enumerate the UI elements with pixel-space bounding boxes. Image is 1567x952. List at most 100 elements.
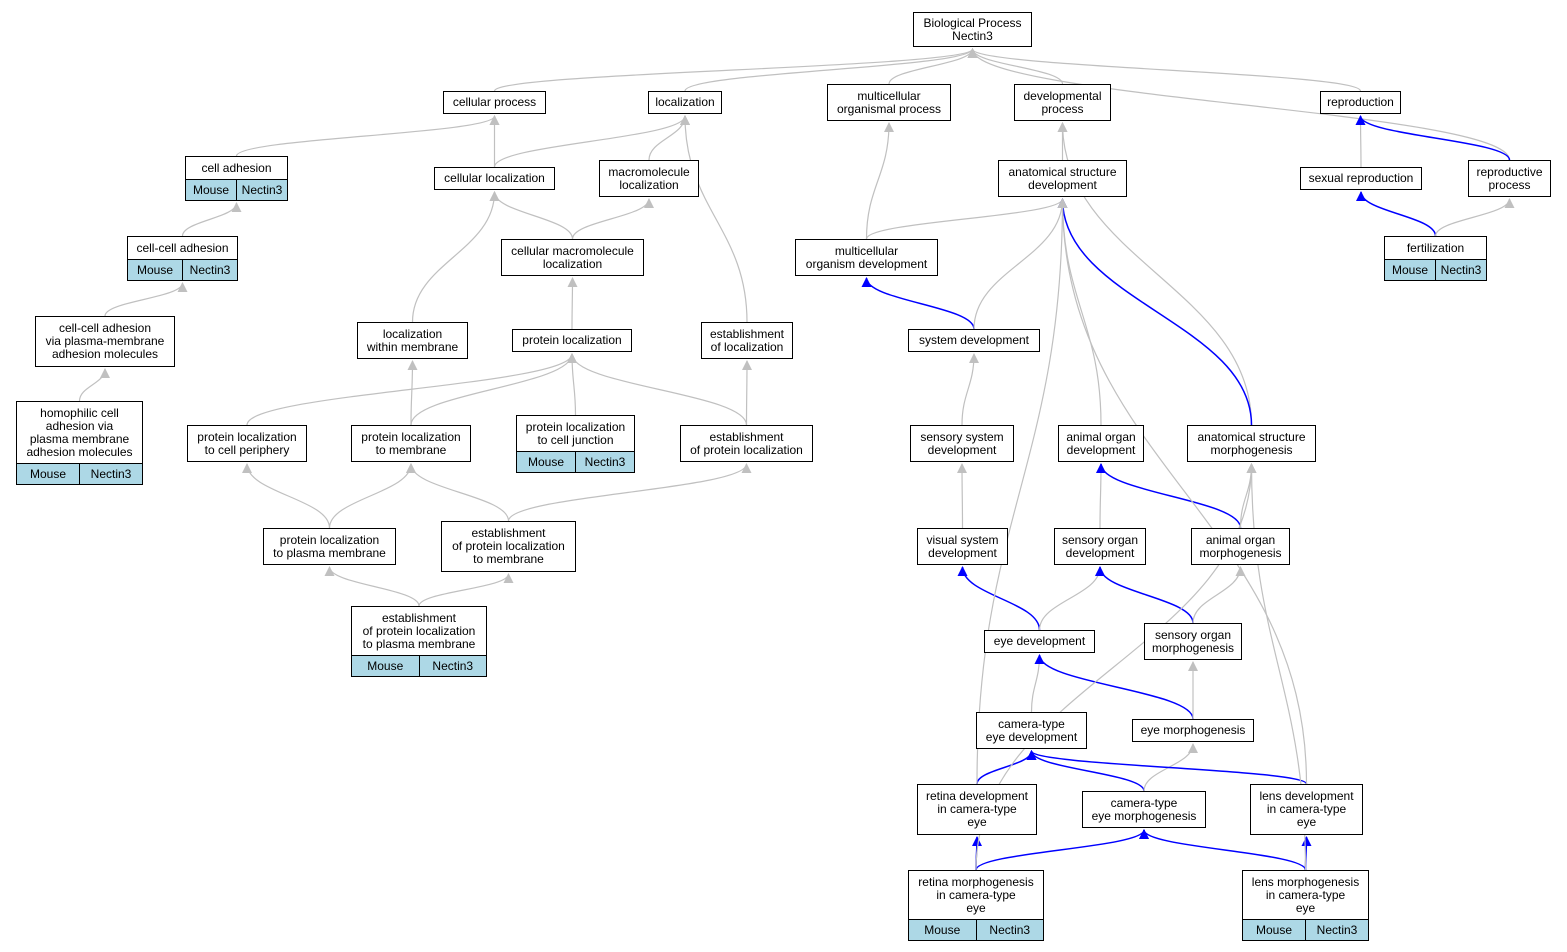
edge-eopl-to-eol xyxy=(741,360,752,426)
node-label-line: protein localization xyxy=(522,333,622,347)
edge-lwm-to-cl xyxy=(411,191,500,323)
edge-pltm-to-lwm xyxy=(407,360,418,426)
node-label: cell-cell adhesion xyxy=(128,237,237,259)
edge-pltcj-to-pl xyxy=(567,353,578,416)
edge-cml-to-ml xyxy=(571,198,654,240)
edge-mod-to-asd xyxy=(865,198,1068,240)
node-label-line: of localization xyxy=(710,339,784,354)
node-label-line: sensory system xyxy=(920,429,1004,444)
node-label-line: eye xyxy=(1296,815,1317,829)
node-sr: sexual reproduction xyxy=(1300,167,1422,190)
edge-cp-to-bp xyxy=(493,48,978,92)
node-label-line: via plasma-membrane xyxy=(45,334,165,348)
edge-eopltpm-to-pltpm xyxy=(324,566,420,607)
edge-eol-to-loc xyxy=(680,115,748,323)
node-em: eye morphogenesis xyxy=(1132,719,1254,742)
node-label-line: eye morphogenesis xyxy=(1091,808,1197,823)
node-label-line: camera-type xyxy=(1110,795,1178,810)
node-label-line: protein localization xyxy=(525,419,626,434)
node-label-line: in camera-type xyxy=(936,887,1016,902)
edge-eopltm-to-eopl xyxy=(507,463,752,522)
node-label-line: morphogenesis xyxy=(1210,442,1293,457)
edge-hca-to-ccapm xyxy=(78,368,110,402)
edge-group xyxy=(78,48,1515,871)
node-label-line: localization xyxy=(655,95,715,109)
node-label-line: establishment xyxy=(471,526,546,540)
node-label-line: developmental xyxy=(1023,88,1102,103)
edge-cl-to-loc xyxy=(493,115,690,168)
node-label-line: within membrane xyxy=(366,339,459,354)
node-loc: localization xyxy=(648,91,722,114)
annotation-species: Mouse xyxy=(909,920,976,940)
edge-fert-to-sr xyxy=(1356,191,1437,237)
node-label-line: eye morphogenesis xyxy=(1140,723,1246,737)
node-label-line: localization xyxy=(542,256,603,271)
annotation-gene: Nectin3 xyxy=(1305,920,1368,940)
edge-cca-to-ca xyxy=(181,202,242,237)
node-label: localization xyxy=(649,92,721,113)
node-label-line: lens development xyxy=(1259,789,1354,803)
annotation-species: Mouse xyxy=(517,452,575,472)
node-label-line: protein localization xyxy=(279,532,380,547)
node-label-line: sexual reproduction xyxy=(1308,171,1414,185)
node-label-line: process xyxy=(1041,101,1084,116)
edge-mod-to-mop xyxy=(865,122,894,240)
edge-ccapm-to-cca xyxy=(104,282,188,317)
node-label-line: of protein localization xyxy=(452,539,565,553)
edge-pltm-to-pl xyxy=(410,353,577,426)
node-label-line: multicellular xyxy=(857,88,921,103)
node-sd: system development xyxy=(908,329,1040,352)
edge-rp-to-bp xyxy=(967,48,1511,161)
node-label-line: sensory organ xyxy=(1061,532,1139,547)
node-label-line: animal organ xyxy=(1205,532,1276,547)
node-label-line: visual system xyxy=(926,532,999,547)
edge-ldcte-to-cted xyxy=(1026,750,1308,785)
annotation-species: Mouse xyxy=(128,260,182,280)
edge-ed-to-sod xyxy=(1038,566,1105,631)
node-label-line: protein localization xyxy=(361,429,461,444)
node-label-line: Nectin3 xyxy=(952,28,993,43)
node-label-line: camera-type xyxy=(998,716,1065,731)
node-label-line: establishment xyxy=(381,610,457,625)
edge-em-to-ed xyxy=(1034,654,1194,720)
node-label-line: in camera-type xyxy=(1265,887,1346,902)
node-label: sexual reproduction xyxy=(1301,168,1421,189)
node-label-line: process xyxy=(1488,177,1531,192)
node-label-line: development xyxy=(927,442,997,457)
edge-pl-to-cml xyxy=(567,277,578,330)
annotation-species: Mouse xyxy=(352,656,419,676)
node-label-line: anatomical structure xyxy=(1197,429,1306,444)
annotation-gene: Nectin3 xyxy=(975,920,1043,940)
node-ed: eye development xyxy=(984,630,1095,653)
node-label: cell adhesion xyxy=(186,157,287,179)
